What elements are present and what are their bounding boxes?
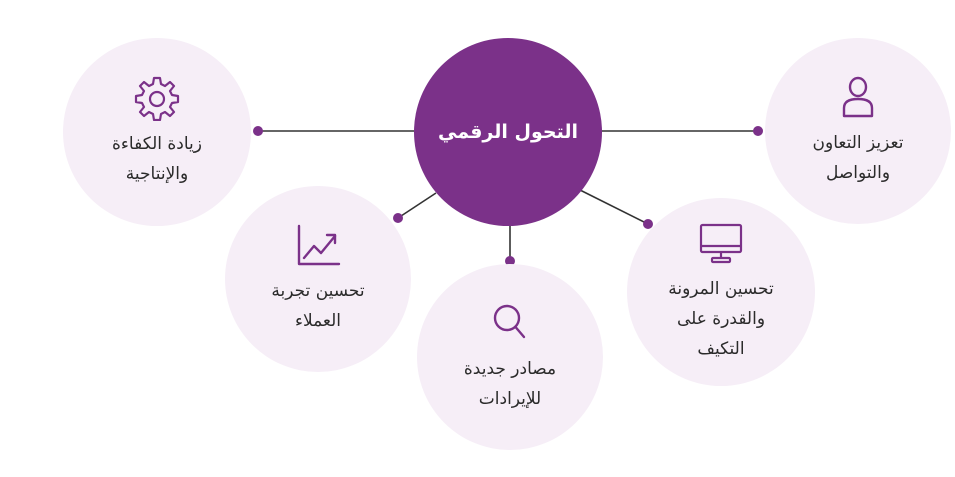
connector-dot (753, 126, 763, 136)
connector-dot (643, 219, 653, 229)
connector-customer-experience (397, 192, 437, 219)
node-label: تحسين المرونة والقدرة على التكيف (668, 279, 774, 359)
monitor-icon (699, 223, 743, 264)
node-efficiency: زيادة الكفاءة والإنتاجية (63, 38, 251, 226)
gear-icon (134, 76, 180, 121)
node-collaboration: تعزيز التعاون والتواصل (765, 38, 951, 224)
search-icon (493, 304, 526, 339)
node-label: تعزيز التعاون والتواصل (812, 133, 904, 183)
user-icon (842, 76, 874, 118)
center-node: التحول الرقمي (414, 38, 602, 226)
connector-dot (505, 256, 515, 266)
connector-dot (253, 126, 263, 136)
node-revenue: مصادر جديدة للإيرادات (417, 264, 603, 450)
node-label: مصادر جديدة للإيرادات (463, 359, 557, 409)
center-title: التحول الرقمي (438, 121, 578, 143)
node-label: زيادة الكفاءة والإنتاجية (112, 134, 202, 184)
trend-chart-icon (297, 224, 341, 266)
node-customer-experience: تحسين تجربة العملاء (225, 186, 411, 372)
connector-dot (393, 213, 403, 223)
connector-flexibility (579, 189, 649, 225)
node-label: تحسين تجربة العملاء (271, 281, 365, 331)
node-flexibility: تحسين المرونة والقدرة على التكيف (627, 198, 815, 386)
